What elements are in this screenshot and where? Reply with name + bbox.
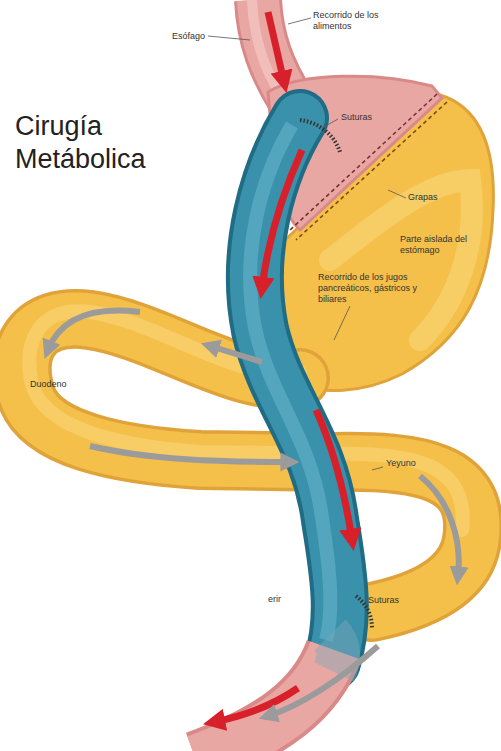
juice-arrow (420, 476, 459, 576)
food-arrow (316, 410, 352, 540)
suture-line (300, 120, 340, 152)
juice-arrow (90, 446, 290, 462)
organ-label: Duodeno (30, 379, 90, 390)
common-channel-tube (196, 650, 334, 751)
leader-line (288, 18, 311, 24)
suture-label: Suturas (368, 595, 428, 606)
roux-limb-highlight (250, 125, 330, 640)
staple-label: Grapas (408, 192, 468, 203)
juice-arrow (268, 646, 378, 716)
organ-label: Yeyuno (386, 458, 446, 469)
leader-line (322, 119, 338, 128)
organ-label: Parte aislada del estómago (400, 234, 476, 256)
route-label: Recorrido de los jugos pancreáticos, gás… (318, 272, 422, 305)
route-label: Recorrido de los alimentos (313, 10, 387, 32)
food-arrow (268, 12, 284, 82)
leader-line (388, 190, 406, 198)
juice-arrow (48, 311, 140, 350)
leader-line (208, 36, 250, 40)
leader-line (334, 306, 350, 340)
leader-line (372, 467, 383, 470)
limb-blend (330, 635, 338, 672)
food-arrow (262, 150, 302, 288)
food-arrow (214, 688, 298, 722)
text-fragment: erir (268, 594, 308, 605)
common-channel-edge (196, 650, 334, 751)
juice-arrow (210, 346, 262, 362)
organ-label: Esófago (172, 31, 232, 42)
suture-label: Suturas (341, 112, 401, 123)
diagram-title: Cirugía Metábolica (15, 110, 185, 176)
stomach-highlight (330, 180, 472, 340)
